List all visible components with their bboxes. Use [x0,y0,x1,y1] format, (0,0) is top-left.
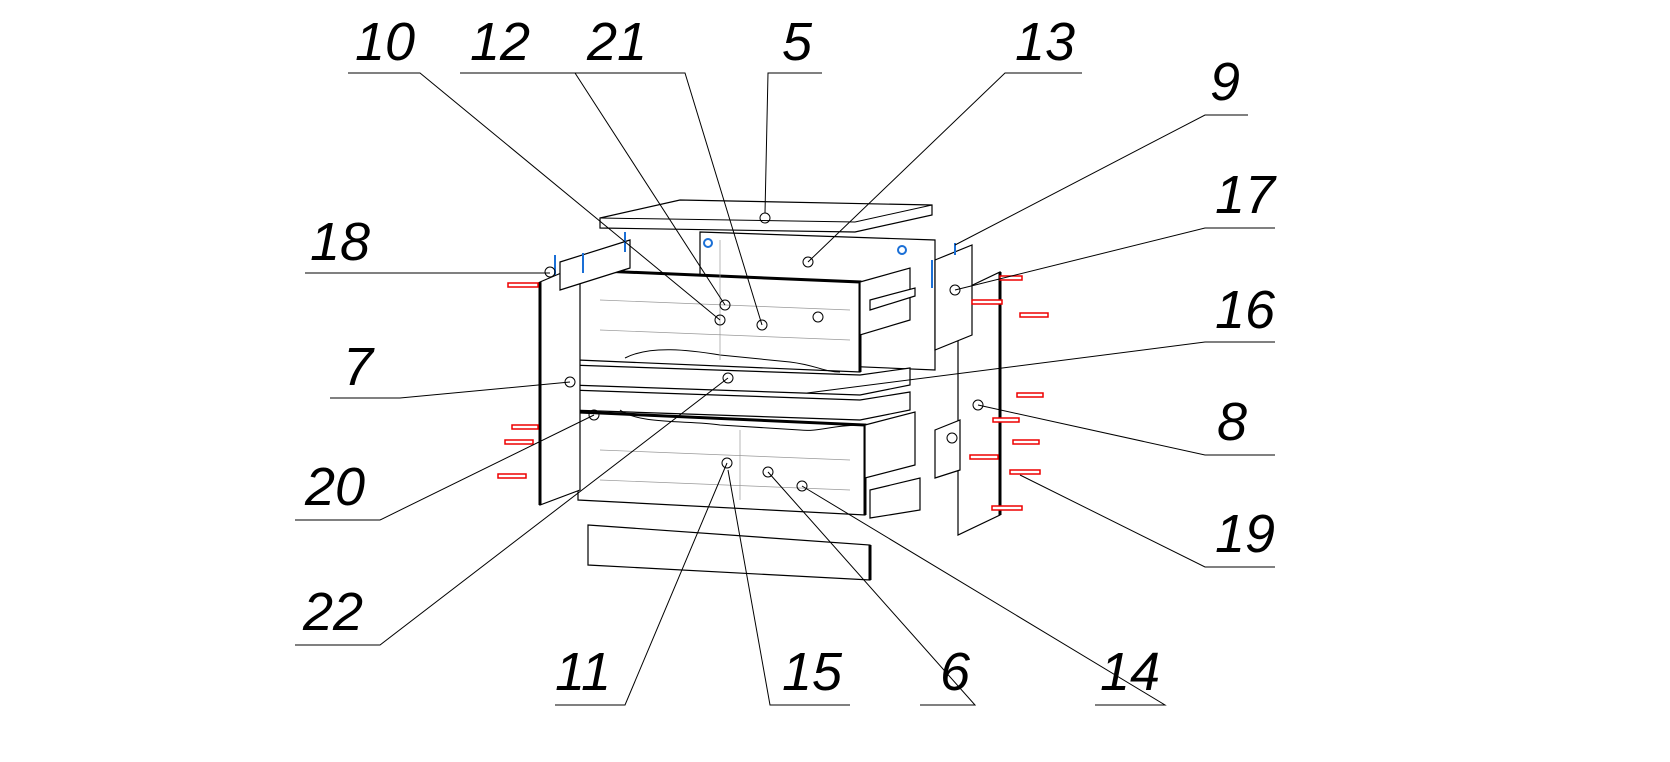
callout-7: 7 [330,337,571,399]
callout-16: 16 [806,280,1276,394]
callout-9: 9 [954,52,1248,246]
callout-21: 21 [575,12,763,326]
callout-13: 13 [807,12,1082,263]
callout-label: 22 [302,582,363,642]
callout-label: 7 [343,337,375,397]
callout-label: 8 [1217,392,1247,452]
furniture-parts [497,199,1049,581]
upper-drawer-front [577,269,861,373]
lower-drawer-front [577,411,866,516]
callout-label: 14 [1100,642,1160,702]
callout-19: 19 [1019,474,1275,568]
plinth [587,524,871,581]
callout-6: 6 [767,471,977,706]
callout-label: 20 [304,457,365,517]
callout-20: 20 [295,414,595,521]
callout-15: 15 [727,469,850,706]
callout-11: 11 [555,462,728,706]
callout-label: 17 [1215,165,1277,225]
callout-label: 15 [782,642,843,702]
callout-label: 21 [586,12,647,72]
callout-label: 12 [470,12,530,72]
callout-14: 14 [801,485,1167,706]
callout-label: 11 [555,642,611,702]
callout-5: 5 [764,12,822,214]
callout-17: 17 [954,165,1277,291]
callout-label: 19 [1215,504,1275,564]
callout-22: 22 [295,377,729,646]
callout-label: 9 [1210,52,1240,112]
callout-label: 10 [355,12,415,72]
callout-label: 16 [1215,280,1276,340]
callout-label: 5 [782,12,813,72]
callout-8: 8 [977,392,1275,456]
callout-label: 13 [1015,12,1075,72]
callout-10: 10 [348,12,721,321]
callout-18: 18 [305,212,550,274]
callout-label: 18 [310,212,370,272]
callout-label: 6 [940,642,971,702]
lower-drawer-side [864,411,916,479]
fasteners [497,275,1049,511]
top-panel [599,199,933,233]
